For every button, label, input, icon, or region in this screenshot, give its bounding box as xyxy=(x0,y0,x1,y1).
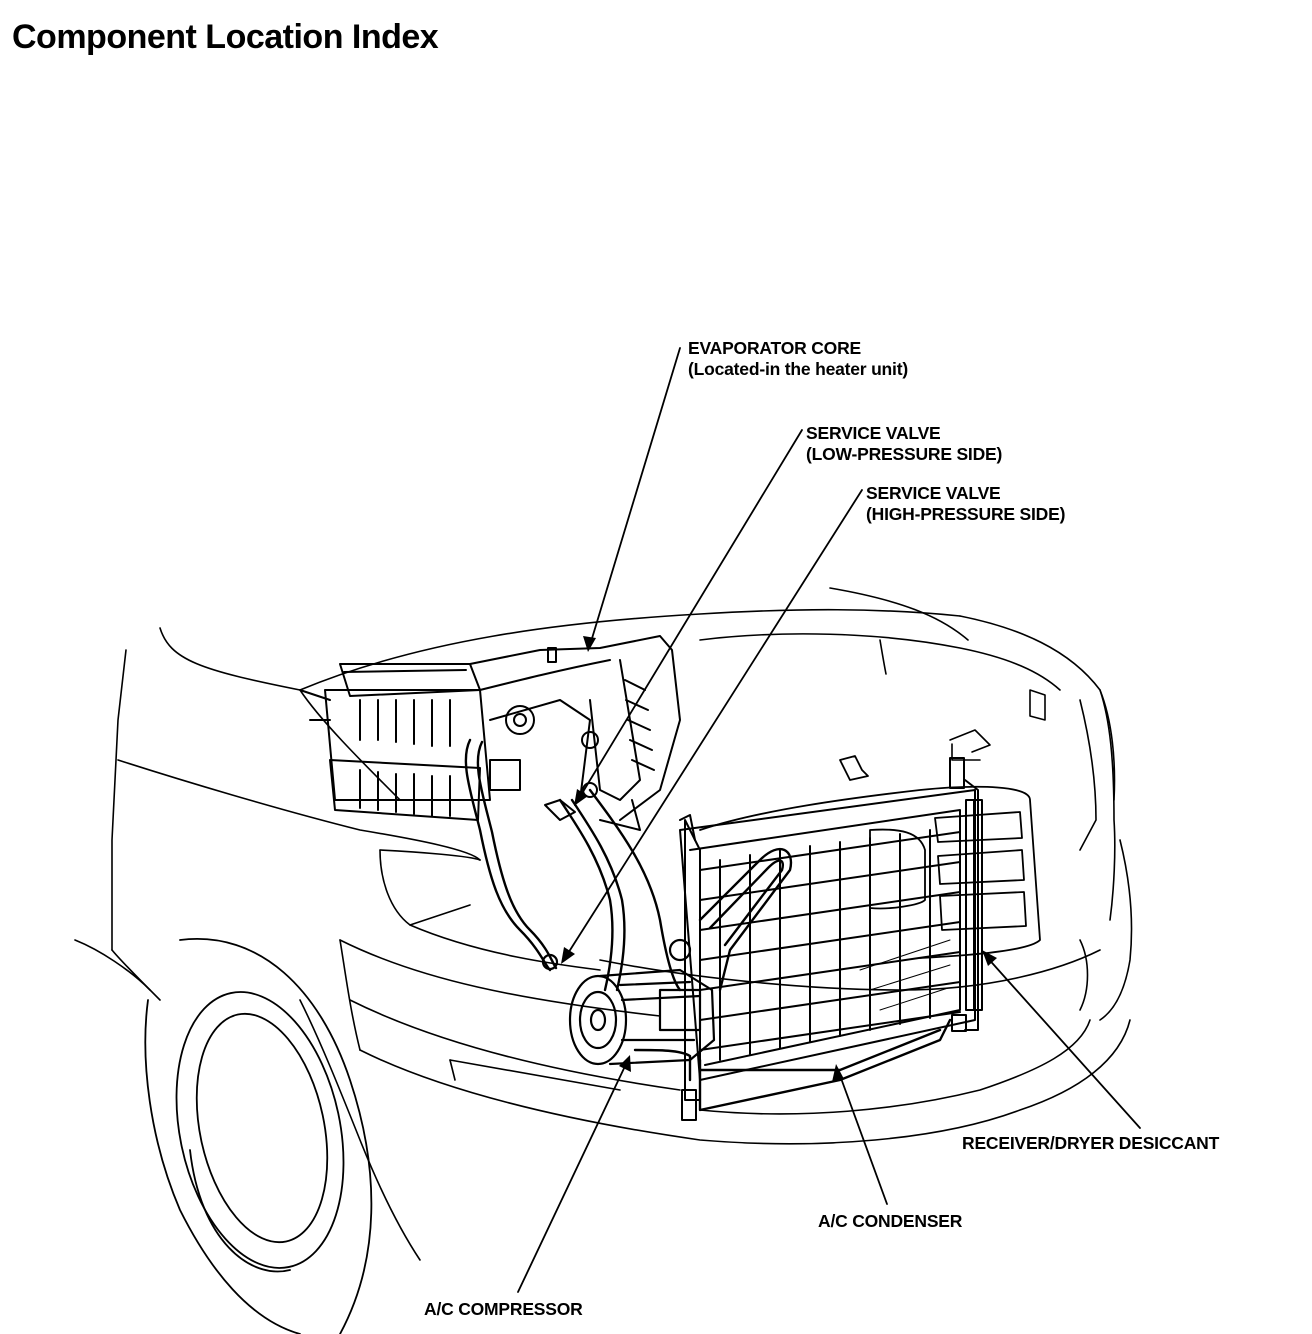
condenser xyxy=(679,757,979,1121)
arrow-receiver-dryer xyxy=(982,950,997,966)
heater-unit xyxy=(299,635,681,831)
leader-compressor xyxy=(517,1061,628,1293)
callout-receiver-dryer: RECEIVER/DRYER DESICCANT xyxy=(962,1133,1219,1154)
callout-service-valve-low-note: (LOW-PRESSURE SIDE) xyxy=(806,444,1003,464)
callout-condenser: A/C CONDENSER xyxy=(818,1211,962,1232)
arrow-compressor xyxy=(619,1055,631,1072)
refrigerant-lines xyxy=(464,738,952,1112)
callout-service-valve-low-name: SERVICE VALVE xyxy=(806,423,941,443)
leader-arrowheads xyxy=(561,636,997,1082)
arrow-condenser xyxy=(832,1064,844,1082)
callout-evaporator-core: EVAPORATOR CORE (Located-in the heater u… xyxy=(688,338,908,380)
leader-service-valve-high xyxy=(564,489,863,959)
callout-evaporator-core-name: EVAPORATOR CORE xyxy=(688,338,861,358)
leader-lines xyxy=(517,347,1141,1293)
callout-service-valve-high-name: SERVICE VALVE xyxy=(866,483,1001,503)
callout-evaporator-core-note: (Located-in the heater unit) xyxy=(688,359,908,379)
callout-service-valve-high-note: (HIGH-PRESSURE SIDE) xyxy=(866,504,1066,524)
leader-evaporator-core xyxy=(589,347,681,646)
arrow-service-valve-high xyxy=(561,947,575,964)
arrow-evaporator-core xyxy=(583,636,596,652)
compressor xyxy=(541,938,716,1066)
grille xyxy=(699,755,1041,959)
front-wheel xyxy=(144,938,373,1334)
hood-hardware xyxy=(949,689,1046,761)
leader-service-valve-low xyxy=(577,429,803,801)
leader-condenser xyxy=(837,1069,888,1205)
callout-receiver-dryer-name: RECEIVER/DRYER DESICCANT xyxy=(962,1133,1220,1153)
callout-compressor-name: A/C COMPRESSOR xyxy=(424,1299,583,1319)
callout-condenser-name: A/C CONDENSER xyxy=(818,1211,963,1231)
callout-compressor: A/C COMPRESSOR xyxy=(424,1299,583,1320)
arrow-service-valve-low xyxy=(574,789,588,806)
receiver-dryer xyxy=(965,799,983,1011)
callout-service-valve-high: SERVICE VALVE (HIGH-PRESSURE SIDE) xyxy=(866,483,1065,525)
leader-receiver-dryer xyxy=(984,954,1141,1129)
page-title: Component Location Index xyxy=(12,18,439,56)
callout-service-valve-low: SERVICE VALVE (LOW-PRESSURE SIDE) xyxy=(806,423,1002,465)
vehicle-body-outline xyxy=(74,587,1133,1261)
